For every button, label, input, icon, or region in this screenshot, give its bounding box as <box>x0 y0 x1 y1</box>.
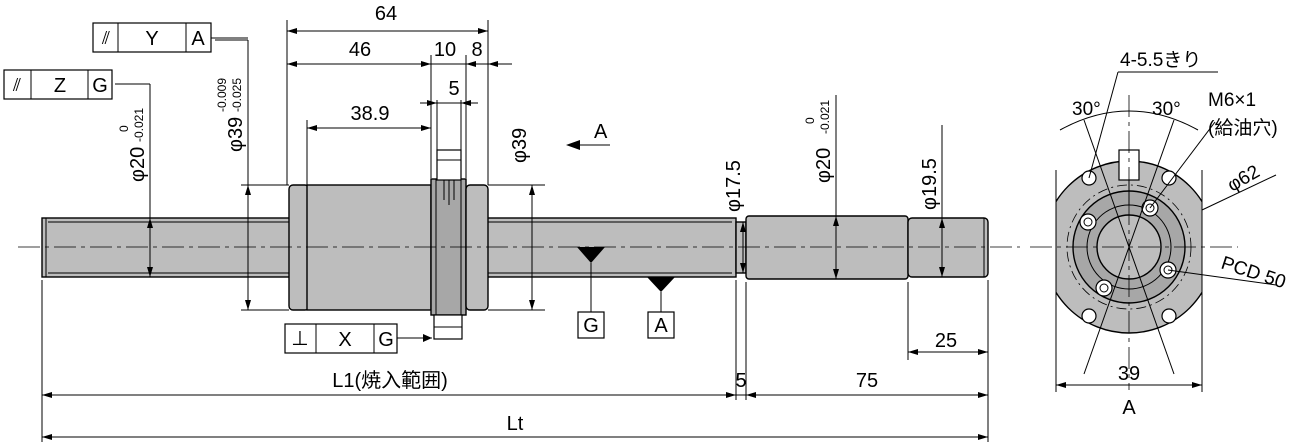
view-arrow-a: A <box>566 121 610 150</box>
dim-phi17-5: φ17.5 <box>723 160 745 212</box>
dimension-lines <box>41 20 989 442</box>
control-frame-z: ⫽ Z G <box>3 69 113 100</box>
end-tap-note: (給油穴) <box>1208 117 1278 139</box>
end-angle-right: 30° <box>1152 99 1181 120</box>
dimension-text: 64 46 10 8 5 38.9 25 75 5 L1(焼入範囲) Lt φ3… <box>117 3 957 435</box>
dim-46: 46 <box>349 39 371 61</box>
end-tap-label: M6×1 <box>1208 90 1256 111</box>
end-view: 4-5.5きり 30° 30° M6×1 (給油穴) φ62 PCD 50 39… <box>1030 50 1288 419</box>
dim-phi20-left: φ20 <box>127 147 149 182</box>
dim-phi39-flange-tol-up: -0.009 <box>215 78 229 112</box>
dim-75: 75 <box>856 370 878 392</box>
dim-phi39: φ39 <box>509 128 531 163</box>
frame-z-symbol: ⫽ <box>12 75 21 95</box>
datum-g: G <box>577 247 605 339</box>
control-frame-x: ⊥ X G <box>284 323 432 354</box>
dim-64: 64 <box>375 3 397 25</box>
frame-z-ref: G <box>92 75 108 97</box>
datum-a-label: A <box>654 315 668 337</box>
frame-y-ref: A <box>191 28 205 50</box>
dim-phi20-left-tol-lo: -0.021 <box>132 108 146 142</box>
datum-a: A <box>647 277 675 339</box>
dim-38-9: 38.9 <box>351 103 390 125</box>
frame-y-mid: Y <box>145 28 158 50</box>
arrowheads <box>42 28 988 440</box>
dim-phi20-right-tol-up: 0 <box>803 117 817 124</box>
end-pcd: PCD 50 <box>1218 253 1288 294</box>
dim-phi20-right: φ20 <box>813 148 835 183</box>
view-arrow-label: A <box>594 121 608 143</box>
dim-25: 25 <box>935 330 957 352</box>
ball-nut <box>288 149 489 340</box>
dim-phi20-right-tol-lo: -0.021 <box>818 100 832 134</box>
dim-10: 10 <box>434 39 456 61</box>
frame-y-symbol: ⫽ <box>101 28 110 48</box>
control-frame-y: ⫽ Y A <box>92 22 248 53</box>
datum-g-label: G <box>583 315 599 337</box>
end-holes-label: 4-5.5きり <box>1120 50 1201 71</box>
frame-x-ref: G <box>378 329 394 351</box>
frame-z-mid: Z <box>54 75 66 97</box>
end-phi62: φ62 <box>1224 161 1263 196</box>
dim-phi39-flange-tol-lo: -0.025 <box>230 78 244 112</box>
dim-5-top: 5 <box>448 78 459 100</box>
dim-phi19-5: φ19.5 <box>919 158 941 210</box>
frame-x-mid: X <box>338 329 351 351</box>
dim-l1: L1(焼入範囲) <box>332 369 448 392</box>
frame-x-symbol: ⊥ <box>291 328 308 350</box>
dim-phi20-left-tol-up: 0 <box>117 125 131 132</box>
end-view-label: A <box>1122 397 1136 419</box>
dim-5-bottom: 5 <box>735 370 746 392</box>
dim-8: 8 <box>471 39 482 61</box>
screw-shaft <box>41 215 989 280</box>
dim-lt: Lt <box>507 413 524 435</box>
end-width-39: 39 <box>1118 363 1140 385</box>
dim-phi39-flange: φ39 <box>225 117 247 152</box>
end-angle-left: 30° <box>1072 99 1101 120</box>
